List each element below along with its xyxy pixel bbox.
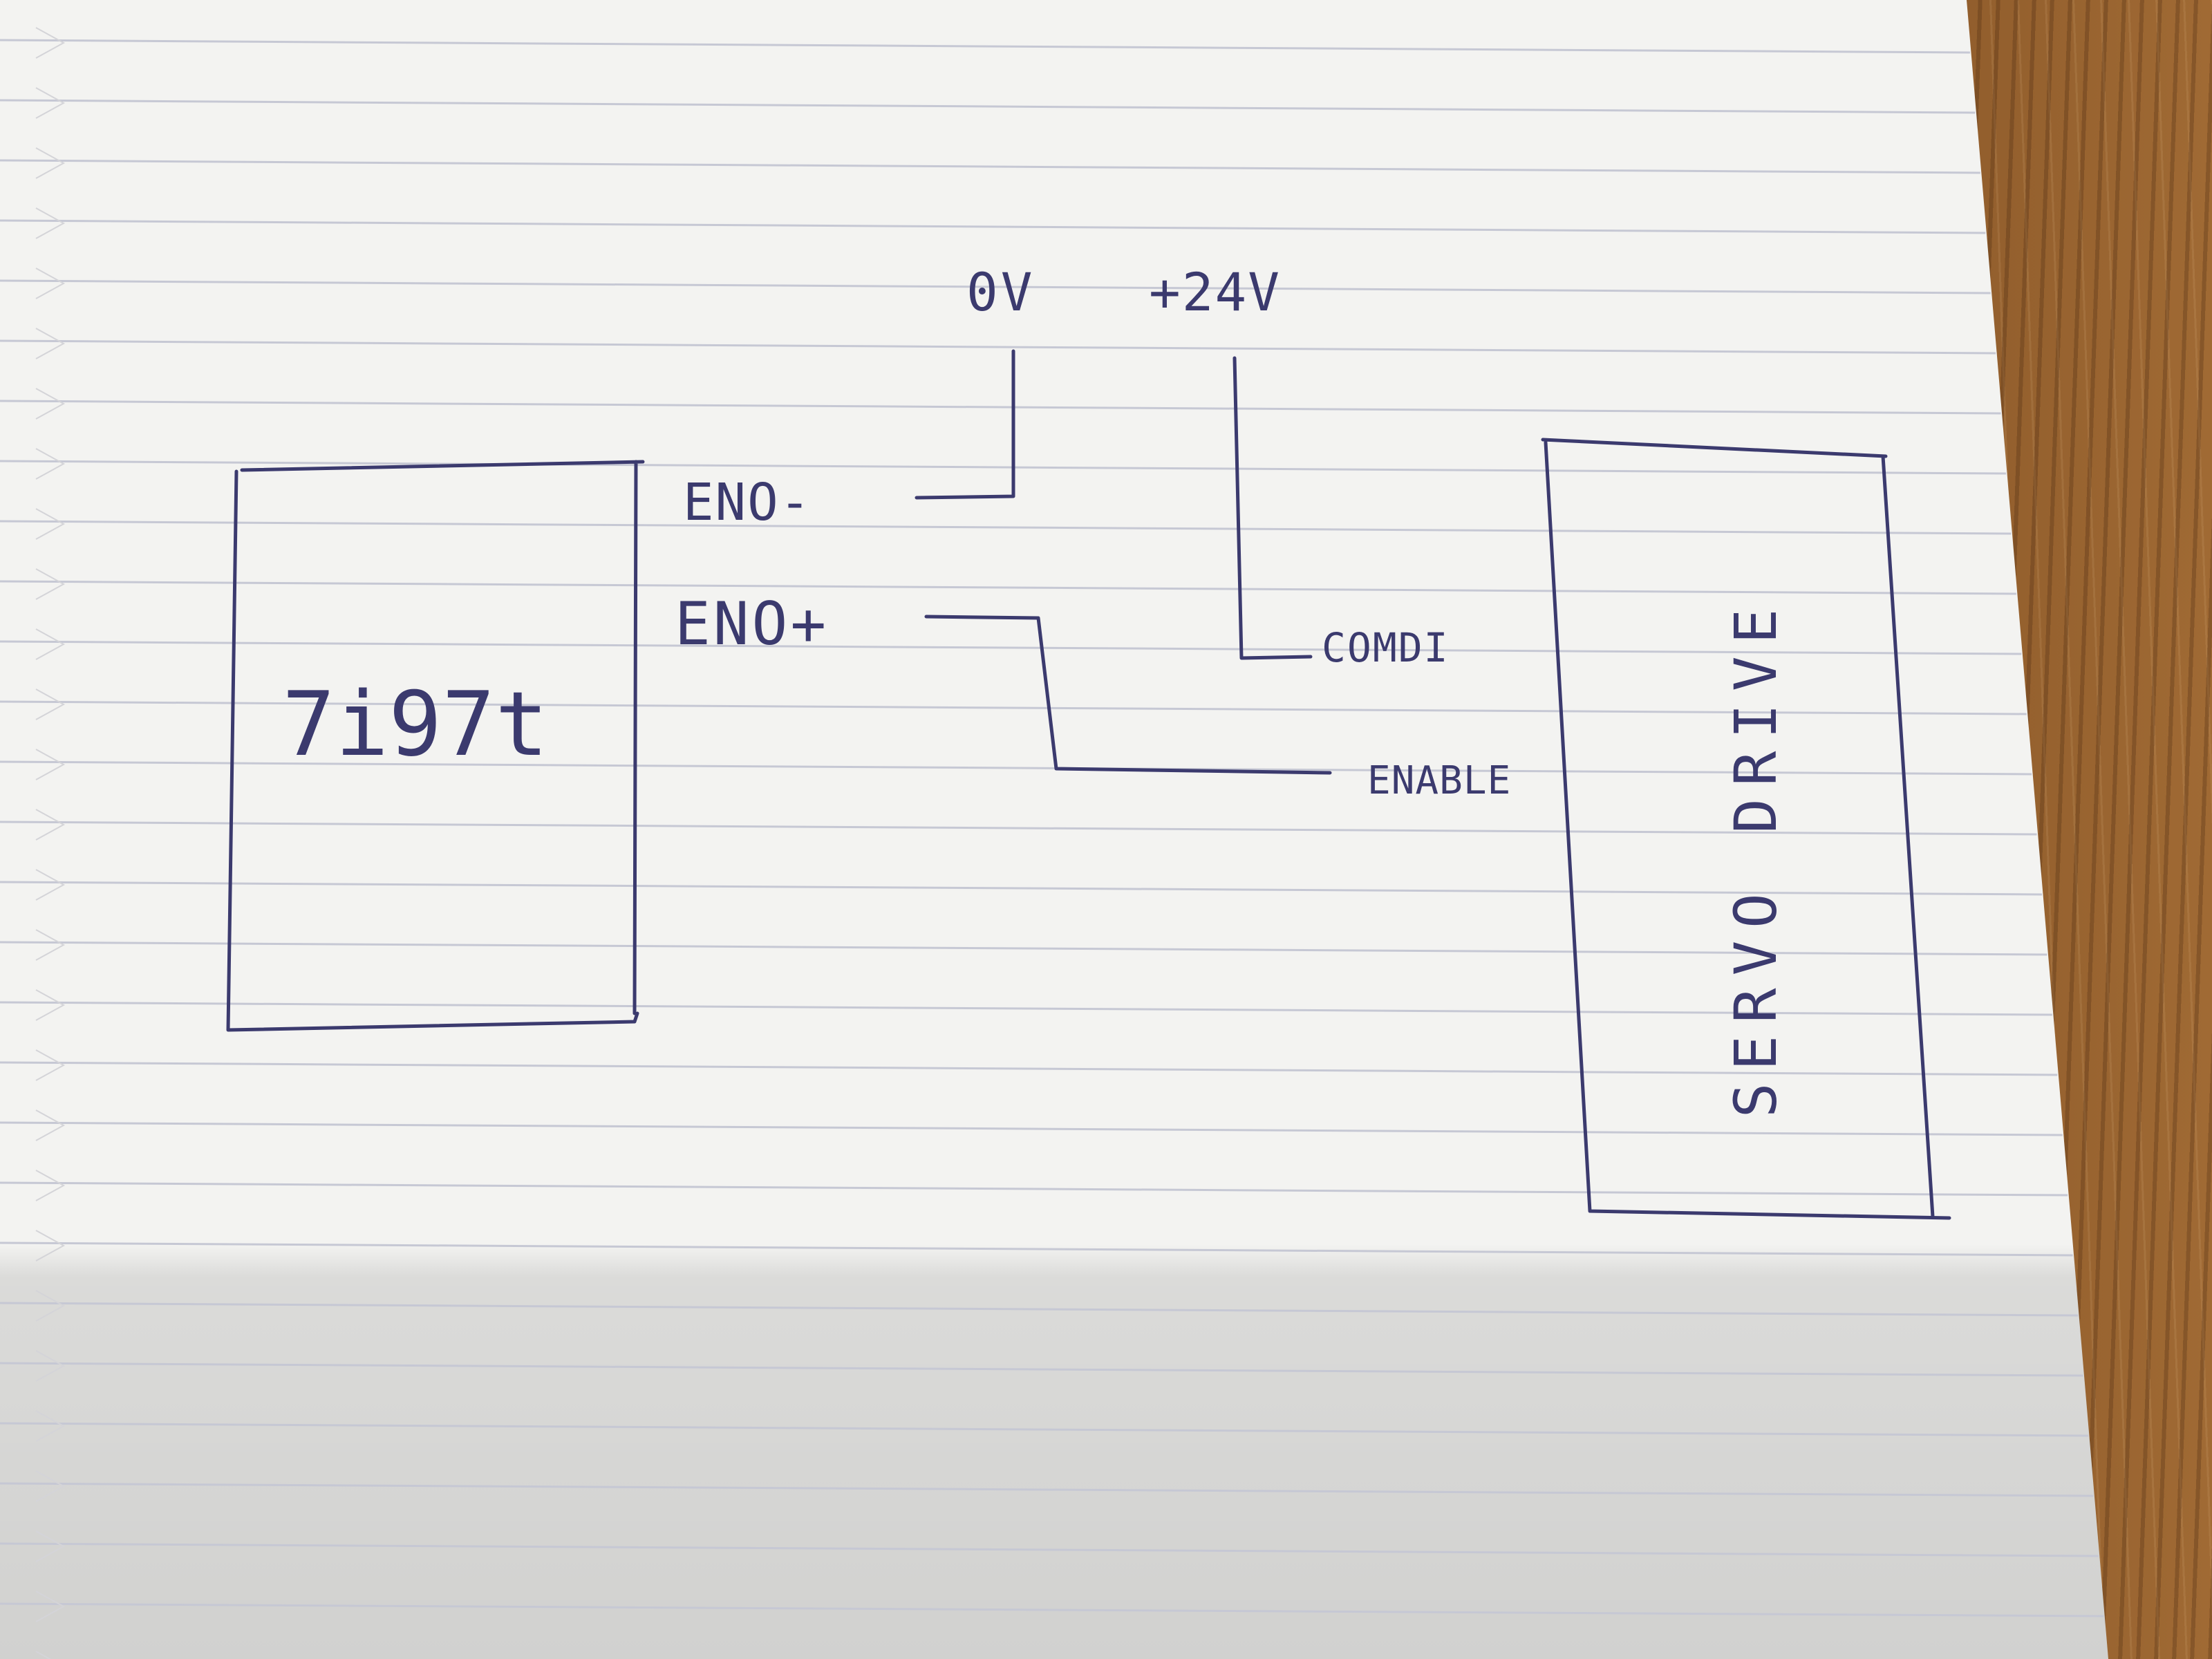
ruled-line [0,1422,2088,1437]
ruled-line [0,1061,2058,1076]
ruled-line [0,1121,2063,1136]
perforation-mark [35,448,66,480]
perforation-mark [35,1350,66,1382]
ruled-line [0,700,2027,715]
left-margin-perforations [35,27,66,1659]
ruled-line [0,99,1976,114]
supply-0v-label: 0V [966,261,1035,323]
eno-plus-pin-label: ENO+ [675,590,830,659]
perforation-mark [35,207,66,239]
perforation-mark [35,27,66,59]
ruled-line [0,580,2016,595]
comdi-pin-label: COMDI [1322,624,1450,671]
perforation-mark [35,508,66,540]
enable-pin-label: ENABLE [1367,758,1512,803]
perforation-mark [35,328,66,359]
ruled-lines [0,39,2104,1618]
controller-box-label: 7i97t [282,673,549,776]
perforation-mark [35,989,66,1021]
perforation-mark [35,1591,66,1622]
perforation-mark [35,147,66,179]
ruled-line [0,520,2012,535]
perforation-mark [35,749,66,780]
ruled-line [0,1001,2052,1016]
perforation-mark [35,1230,66,1262]
ruled-line [0,159,1980,174]
perforation-mark [35,1470,66,1502]
perforation-mark [35,268,66,299]
ruled-line [0,1302,2079,1317]
perforation-mark [35,1290,66,1322]
wire-0v-to-eno-minus [915,349,1015,500]
servo-drive-box-label: SERVO DRIVE [1722,596,1790,1118]
ruled-line [0,1181,2068,1197]
perforation-mark [35,1109,66,1141]
ruled-line [0,279,1991,294]
ruled-line [0,39,1970,54]
ruled-line [0,821,2037,836]
ruled-line [0,760,2032,776]
supply-24v-label: +24V [1149,261,1282,323]
ruled-line [0,1482,2094,1497]
ruled-line [0,1542,2099,1557]
wire-24v-to-comdi [1232,356,1313,660]
perforation-mark [35,1170,66,1201]
ruled-line [0,400,2001,415]
eno-minus-pin-label: ENO- [683,473,812,532]
ruled-line [0,640,2022,655]
ruled-line [0,941,2047,956]
servo-drive-box-outline [1541,438,1951,1220]
perforation-mark [35,628,66,660]
ruled-line [0,219,1986,234]
perforation-mark [35,1049,66,1081]
perforation-mark [35,1651,52,1659]
perforation-mark [35,809,66,841]
controller-box-outline [226,460,645,1032]
ruled-line [0,1241,2073,1257]
perforation-mark [35,568,66,600]
perforation-mark [35,688,66,720]
perforation-mark [35,869,66,901]
ruled-line [0,339,1996,355]
ruled-line [0,881,2043,896]
ruled-line [0,1362,2083,1377]
ruled-line [0,460,2006,475]
perforation-mark [35,87,66,119]
perforation-mark [35,929,66,961]
wire-eno-plus-to-enable [924,615,1332,775]
perforation-mark [35,1410,66,1442]
perforation-mark [35,388,66,420]
paper-shadow [0,0,2108,1659]
perforation-mark [35,1530,66,1562]
ruled-line [0,1602,2104,1618]
